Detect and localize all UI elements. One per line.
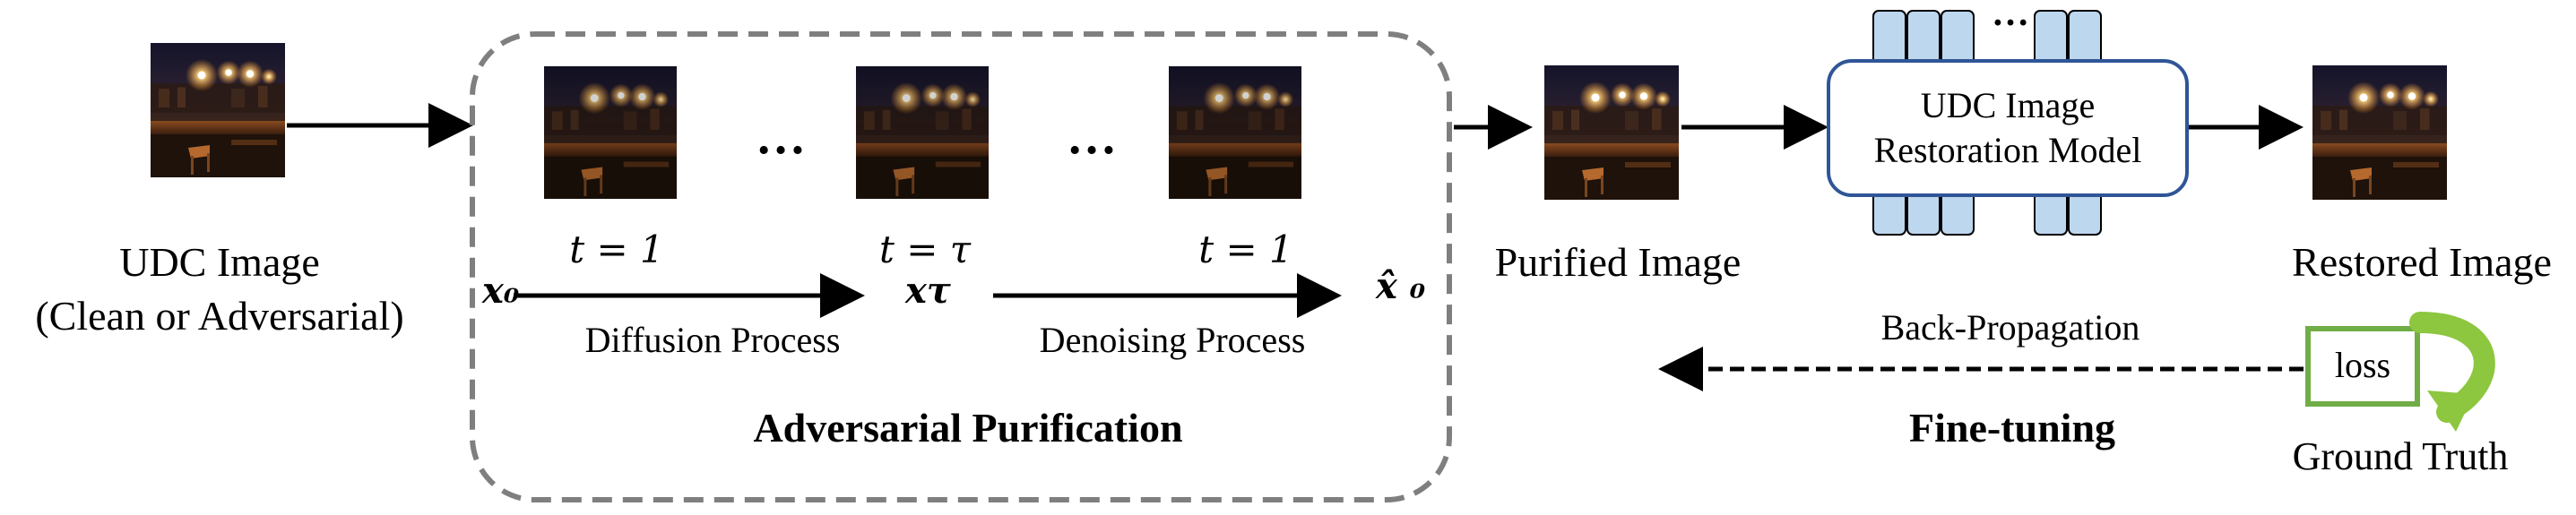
timestep-label-middle: t = τ	[878, 227, 972, 271]
restoration-model-box	[1827, 59, 2189, 197]
diffusion-image-ttau	[856, 66, 989, 199]
timestep-label-last: t = 1	[1198, 227, 1293, 271]
loss-curve-arrowhead	[2427, 391, 2474, 432]
ellipsis-between-images-1: …	[756, 109, 806, 165]
purification-dashed-box	[470, 31, 1452, 502]
udc-image-sublabel: (Clean or Adversarial)	[35, 293, 404, 339]
xtau-label: xτ	[905, 270, 951, 312]
denoising-image-t1	[1169, 66, 1301, 199]
purified-image-label: Purified Image	[1494, 239, 1742, 285]
diffusion-process-label: Diffusion Process	[584, 320, 841, 360]
ground-truth-label: Ground Truth	[2292, 434, 2509, 478]
fine-tuning-title: Fine-tuning	[1908, 405, 2116, 451]
udc-input-image	[151, 43, 285, 177]
loss-box	[2305, 326, 2420, 407]
denoising-process-label: Denoising Process	[1039, 320, 1306, 360]
diffusion-image-t1	[544, 66, 677, 199]
restored-image	[2312, 65, 2447, 200]
purified-image	[1544, 65, 1679, 200]
model-block-ellipsis: …	[1992, 0, 2029, 34]
timestep-label-first: t = 1	[569, 227, 664, 271]
back-propagation-label: Back-Propagation	[1880, 307, 2140, 348]
model-label-line2: Restoration Model	[1873, 130, 2142, 170]
x0-label: x₀	[482, 270, 520, 312]
udc-image-label: UDC Image	[119, 239, 320, 285]
model-label-line1: UDC Image	[1920, 85, 2096, 125]
ellipsis-between-images-2: …	[1067, 109, 1117, 165]
loss-label: loss	[2334, 345, 2391, 385]
restored-image-label: Restored Image	[2292, 239, 2552, 285]
adversarial-purification-title: Adversarial Purification	[753, 405, 1183, 451]
xhat0-label: x̂ ₀	[1376, 265, 1426, 307]
